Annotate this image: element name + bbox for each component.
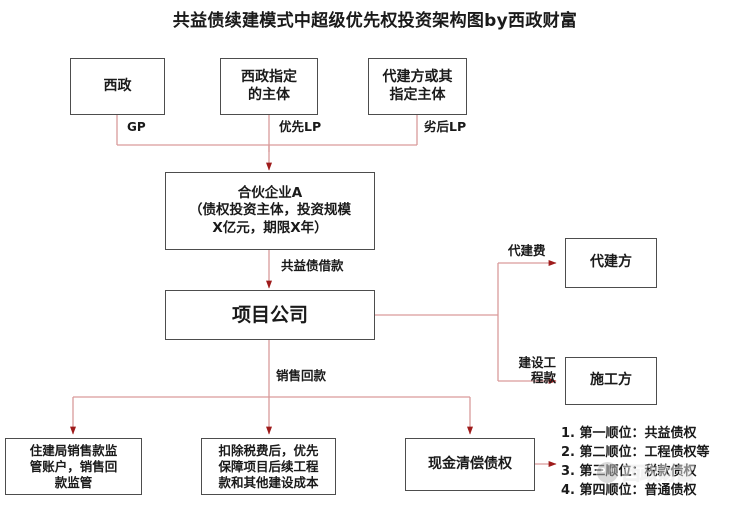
node-after-tax-priority[interactable]: 扣除税费后，优先 保障项目后续工程 款和其他建设成本 xyxy=(201,438,336,495)
node-cash-repayment-label: 现金清偿债权 xyxy=(428,455,512,472)
edge-label-construction-payment: 建设工 程款 xyxy=(518,355,556,385)
priority-list-item-4: 4. 第四顺位：普通债权 xyxy=(561,482,697,498)
edge-label-agency-fee: 代建费 xyxy=(508,243,546,258)
node-project-company[interactable]: 项目公司 xyxy=(165,290,375,340)
node-xizheng-designated-entity[interactable]: 西政指定 的主体 xyxy=(220,58,318,115)
node-supervision-account[interactable]: 住建局销售款监 管账户，销售回 款监管 xyxy=(5,438,142,495)
page-title: 共益债续建模式中超级优先权投资架构图by西政财富 xyxy=(172,11,578,31)
node-contractor[interactable]: 施工方 xyxy=(565,357,657,405)
priority-list-item-3: 3. 第三顺位：税款债权 xyxy=(561,463,697,479)
node-agent-builder-entity[interactable]: 代建方或其 指定主体 xyxy=(368,58,467,115)
node-supervision-account-label: 住建局销售款监 管账户，销售回 款监管 xyxy=(29,442,118,490)
priority-list: 1. 第一顺位：共益债权 2. 第二顺位：工程债权等 3. 第三顺位：税款债权 … xyxy=(561,425,750,501)
node-cash-repayment[interactable]: 现金清偿债权 xyxy=(405,438,535,491)
node-xizheng[interactable]: 西政 xyxy=(70,58,165,115)
edge-label-subordinate-lp: 劣后LP xyxy=(424,119,467,134)
node-after-tax-priority-label: 扣除税费后，优先 保障项目后续工程 款和其他建设成本 xyxy=(218,442,319,490)
node-agent-builder-entity-label: 代建方或其 指定主体 xyxy=(382,68,453,103)
edge-label-gp: GP xyxy=(127,120,146,134)
node-partnership-a-label: 合伙企业A （债权投资主体，投资规模 X亿元，期限X年） xyxy=(189,185,351,236)
node-agent-builder-label: 代建方 xyxy=(590,254,632,271)
node-contractor-label: 施工方 xyxy=(590,372,632,389)
edge-label-common-benefit-loan: 共益债借款 xyxy=(281,258,344,273)
edge-label-priority-lp: 优先LP xyxy=(279,119,322,134)
node-project-company-label: 项目公司 xyxy=(231,303,308,326)
node-xizheng-label: 西政 xyxy=(103,77,132,94)
node-partnership-a[interactable]: 合伙企业A （债权投资主体，投资规模 X亿元，期限X年） xyxy=(165,172,375,250)
node-agent-builder[interactable]: 代建方 xyxy=(565,238,657,288)
edge-label-sales-collection: 销售回款 xyxy=(276,368,327,383)
priority-list-item-1: 1. 第一顺位：共益债权 xyxy=(561,426,697,441)
priority-list-item-2: 2. 第二顺位：工程债权等 xyxy=(561,444,710,460)
node-xizheng-designated-entity-label: 西政指定 的主体 xyxy=(241,68,297,103)
